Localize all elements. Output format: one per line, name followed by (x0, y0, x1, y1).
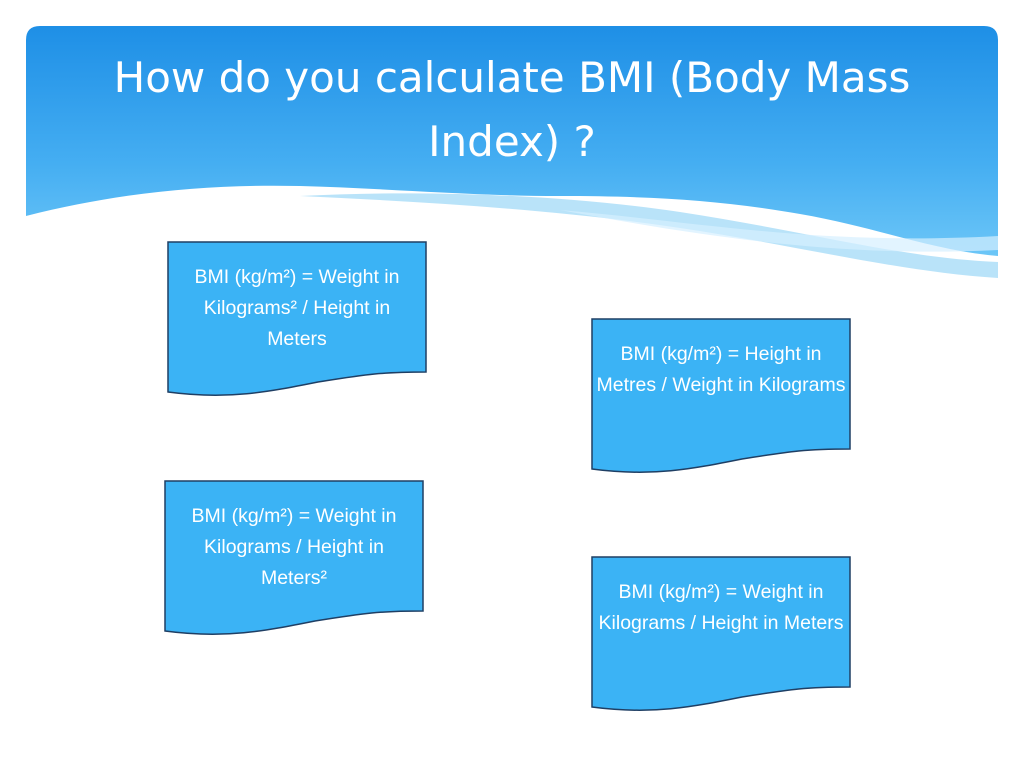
option-text: BMI (kg/m²) = Weight in Kilograms / Heig… (191, 505, 397, 589)
option-text: BMI (kg/m²) = Weight in Kilograms / Heig… (598, 581, 844, 634)
header-shape (26, 26, 998, 256)
option-text: BMI (kg/m²) = Height in Metres / Weight … (596, 343, 846, 396)
document-shape (591, 556, 851, 711)
answer-option-4[interactable]: BMI (kg/m²) = Weight in Kilograms / Heig… (591, 556, 851, 717)
document-shape (591, 318, 851, 473)
header-wave-pale (560, 210, 998, 252)
slide-title: How do you calculate BMI (Body Mass Inde… (113, 53, 911, 166)
option-text: BMI (kg/m²) = Weight in Kilograms² / Hei… (194, 266, 400, 350)
header-banner (26, 26, 998, 278)
document-shape (164, 480, 424, 635)
header-wave-light (300, 193, 998, 278)
answer-option-2[interactable]: BMI (kg/m²) = Height in Metres / Weight … (591, 318, 851, 479)
answer-option-1[interactable]: BMI (kg/m²) = Weight in Kilograms² / Hei… (167, 241, 427, 402)
document-shape (167, 241, 427, 396)
answer-option-3[interactable]: BMI (kg/m²) = Weight in Kilograms / Heig… (164, 480, 424, 641)
